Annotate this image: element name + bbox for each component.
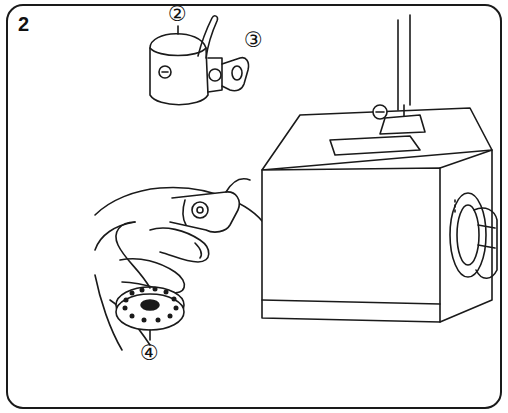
callout-number: ④ (140, 343, 159, 364)
figure-number: 2 (18, 14, 29, 34)
callout-number: ② (168, 4, 187, 25)
callout-number: ③ (244, 30, 263, 51)
